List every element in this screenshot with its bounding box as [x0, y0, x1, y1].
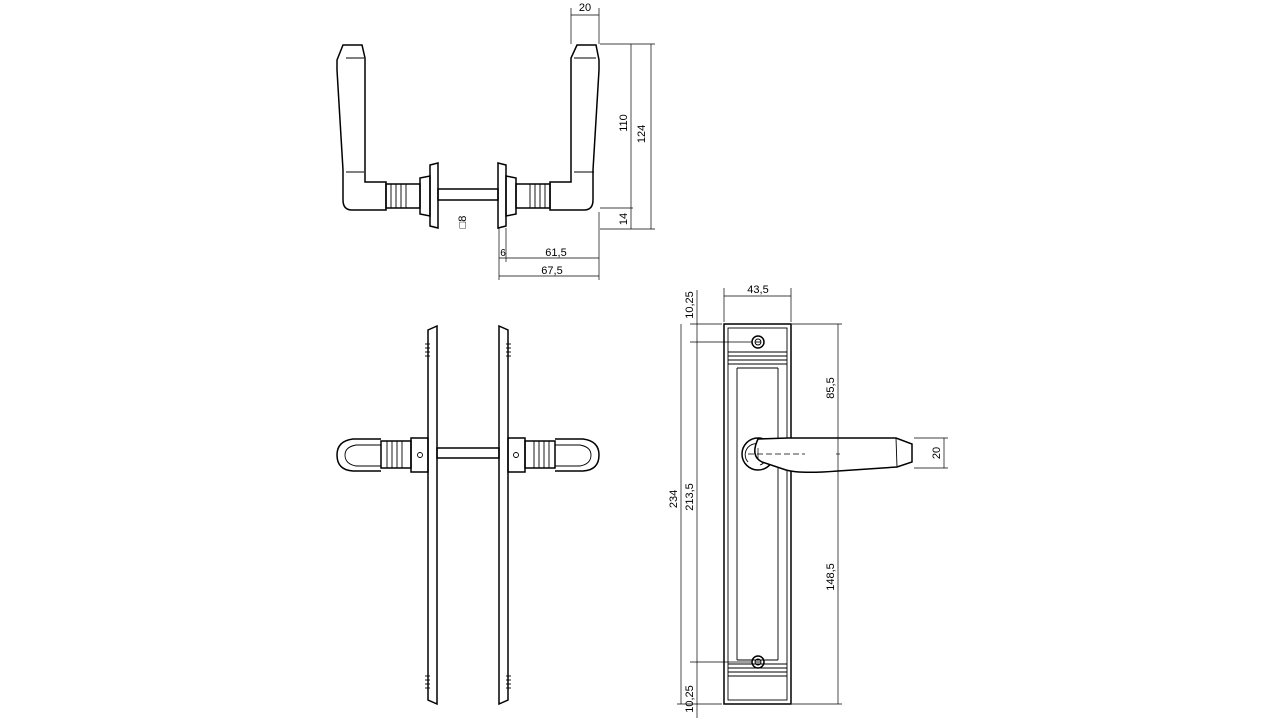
dim-top-screw-offset: 10,25 [684, 291, 696, 319]
side-spindle [436, 447, 500, 459]
right-neck-grooves [515, 183, 551, 209]
dim-total-projection: 67,5 [541, 265, 562, 277]
right-plate [498, 324, 509, 706]
dim-plate-height: 234 [668, 490, 680, 508]
top-view-dimensions: 20 110 124 14 □8 6 61,5 67,5 [457, 2, 655, 280]
left-plate [427, 324, 438, 706]
right-rose [497, 162, 507, 229]
dim-handle-to-top: 85,5 [825, 377, 837, 398]
left-rose [419, 175, 431, 217]
dim-handle-to-bottom: 148,5 [825, 563, 837, 591]
dim-spindle-square: □8 [457, 216, 469, 229]
backplate-inner [727, 327, 788, 701]
front-view-dimensions: 43,5 10,25 85,5 148,5 20 234 213,5 10,25 [668, 284, 948, 718]
right-lever [549, 44, 600, 211]
left-lever [336, 44, 387, 211]
front-view-backplate [723, 323, 913, 705]
backplate-outer [723, 323, 792, 705]
dim-spindle-offset: 14 [618, 213, 630, 225]
dim-lever-thickness: 20 [931, 447, 943, 459]
dim-lever-projection: 61,5 [545, 247, 566, 259]
side-view-plates [336, 324, 600, 706]
bottom-screw [751, 655, 765, 669]
top-screw [751, 335, 765, 349]
dim-plate-width: 43,5 [747, 284, 768, 296]
side-left-lever [336, 438, 381, 472]
left-neck-grooves [385, 183, 421, 209]
dim-rose-height: 110 [618, 114, 630, 132]
side-right-lever [555, 438, 600, 472]
dim-lever-total-height: 124 [636, 125, 648, 143]
spindle [437, 188, 499, 201]
dim-top-lever-width: 20 [579, 2, 591, 14]
dim-bottom-screw-offset: 10,25 [684, 685, 696, 713]
dim-screw-distance: 213,5 [684, 483, 696, 511]
dim-rose-thickness: 6 [500, 248, 506, 259]
front-lever [754, 437, 913, 474]
top-view-lever-pair [336, 44, 600, 229]
